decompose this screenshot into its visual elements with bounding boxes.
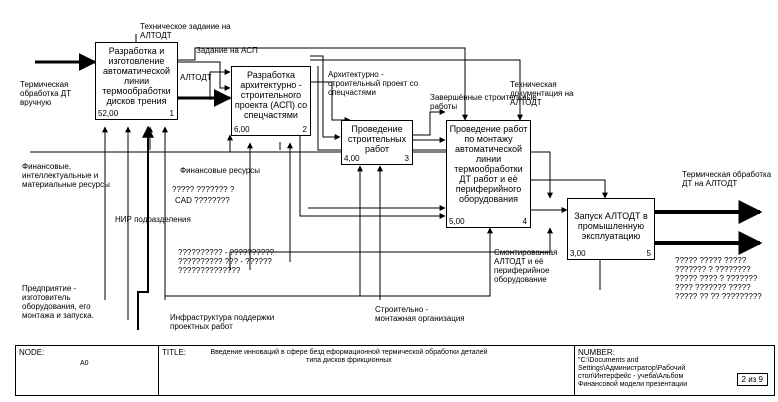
- label-resources: Финансовые, интеллектуальные и материаль…: [22, 162, 110, 189]
- label-arch-project: Архитектурно - строительный проект со сп…: [328, 70, 419, 97]
- label-cad: CAD ????????: [175, 196, 230, 205]
- footer-number-cell: NUMBER: "C:\Documents and Settings\Админ…: [575, 346, 774, 395]
- activity-box-5[interactable]: Запуск АЛТОДТ в промышленную эксплуатаци…: [567, 198, 655, 260]
- label-fin-resources: Финансовые ресурсы: [180, 166, 261, 175]
- label-unknown-3: ????? ????? ????? ??????? ? ???????? ???…: [675, 256, 762, 301]
- footer-number-value: "C:\Documents and Settings\Администратор…: [578, 357, 688, 388]
- label-altodt: АЛТОДТ: [180, 73, 212, 82]
- footer-title-value: Введение инноваций в сфере безд еформаци…: [210, 349, 488, 364]
- box-4-number: 4: [522, 217, 527, 226]
- box-2-cost: 6,00: [234, 125, 250, 134]
- label-task-asp: Задание на АСП: [196, 46, 258, 55]
- box-2-number: 2: [302, 125, 307, 134]
- idef0-footer: NODE: A0 TITLE: Введение инноваций в сфе…: [15, 345, 775, 396]
- label-mounted: Смонтированная АЛТОДТ и её периферийное …: [494, 248, 558, 284]
- label-tech-task: Техническое задание на АЛТОДТ: [140, 22, 231, 40]
- footer-title-caption: TITLE:: [162, 348, 187, 357]
- label-input-manual: Термическая обработка ДТ вручную: [20, 80, 72, 107]
- box-5-number: 5: [646, 249, 651, 258]
- box-2-title: Разработка архитектурно - строительного …: [234, 70, 308, 120]
- box-5-cost: 3,00: [570, 249, 586, 258]
- box-3-title: Проведение строительных работ: [347, 124, 407, 154]
- label-construction-org: Строительно - монтажная организация: [375, 305, 465, 323]
- activity-box-4[interactable]: Проведение работ по монтажу автоматическ…: [446, 120, 531, 228]
- activity-box-2[interactable]: Разработка архитектурно - строительного …: [231, 66, 311, 136]
- box-5-title: Запуск АЛТОДТ в промышленную эксплуатаци…: [574, 211, 648, 241]
- activity-box-3[interactable]: Проведение строительных работ 4,00 3: [341, 120, 413, 165]
- label-output: Термическая обработка ДТ на АЛТОДТ: [682, 170, 772, 188]
- footer-page-number: 2 из 9: [736, 373, 768, 386]
- activity-box-1[interactable]: Разработка и изготовление автоматической…: [95, 42, 178, 120]
- label-finished-works: Завершённые строительные работы: [430, 93, 537, 111]
- box-1-title: Разработка и изготовление автоматической…: [102, 46, 171, 106]
- label-unknown-1: ????? ??????? ?: [172, 185, 235, 194]
- label-tech-docs: Техническая документация на АЛТОДТ: [510, 80, 574, 107]
- label-unknown-2: ?????????? - ?????????? ?????????? ??? -…: [178, 248, 275, 275]
- box-1-number: 1: [169, 109, 174, 118]
- footer-node-value: A0: [80, 360, 89, 367]
- footer-node-caption: NODE:: [19, 348, 45, 357]
- label-enterprise: Предприятие - изготовитель оборудования,…: [22, 284, 94, 320]
- label-nir: НИР подразделения: [115, 215, 191, 224]
- footer-title-cell: TITLE: Введение инноваций в сфере безд е…: [159, 346, 575, 395]
- footer-number-caption: NUMBER:: [578, 348, 615, 357]
- box-3-cost: 4,00: [344, 154, 360, 163]
- box-4-cost: 5,00: [449, 217, 465, 226]
- box-3-number: 3: [404, 154, 409, 163]
- footer-node-cell: NODE: A0: [16, 346, 159, 395]
- label-infra: Инфраструктура поддержки проектных работ: [170, 313, 275, 331]
- box-1-cost: 52,00: [98, 109, 119, 118]
- box-4-title: Проведение работ по монтажу автоматическ…: [449, 124, 528, 204]
